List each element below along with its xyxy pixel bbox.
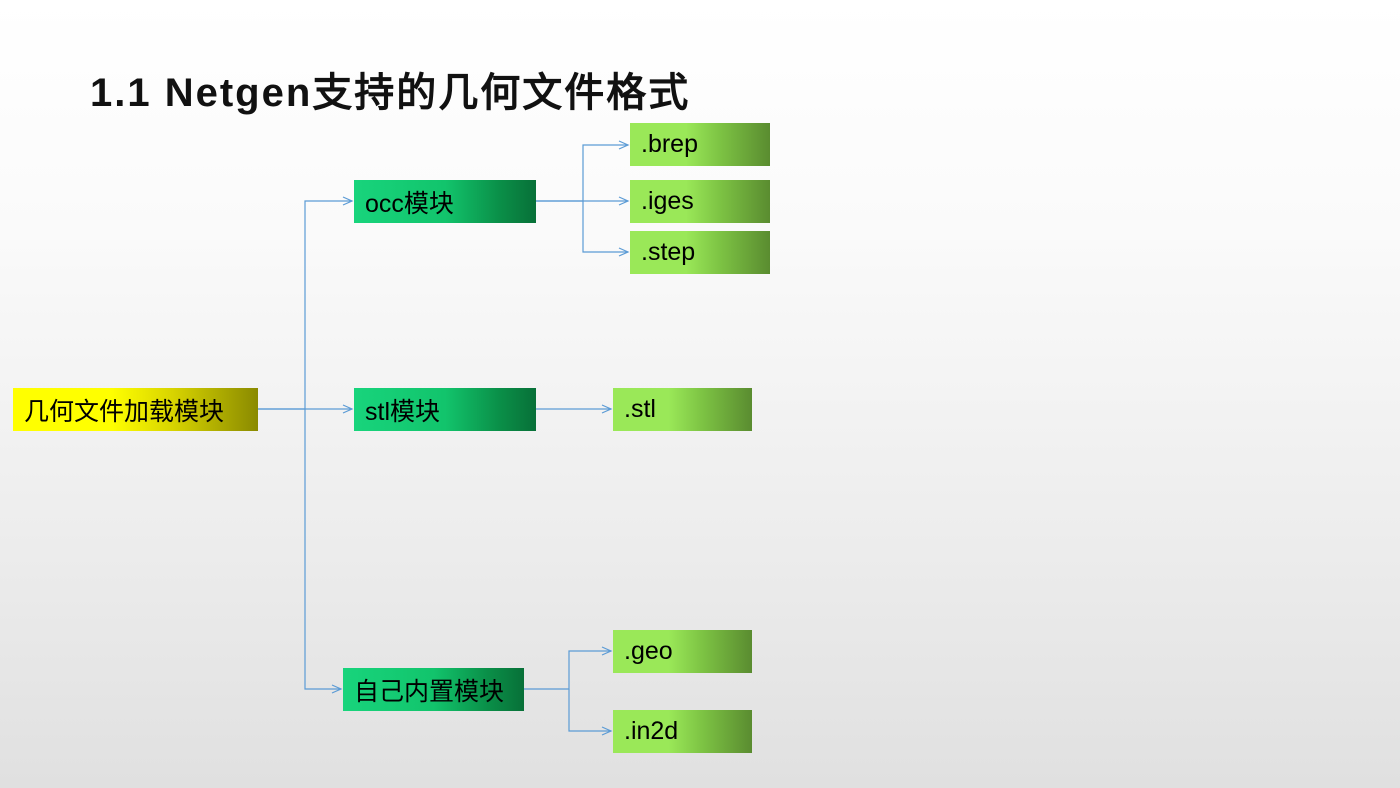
connector-root-to-occ — [258, 196, 354, 410]
module-node-label: stl模块 — [365, 397, 441, 426]
format-node-label: .in2d — [624, 717, 679, 745]
module-node-label: occ模块 — [365, 189, 454, 218]
format-node-label: .stl — [624, 395, 656, 423]
module-node-stl: stl模块 — [354, 388, 536, 431]
connector-occ-to-step — [582, 201, 630, 257]
module-node-occ: occ模块 — [354, 180, 536, 223]
module-node-label: 自己内置模块 — [354, 677, 505, 706]
connector-occ-to-brep — [536, 140, 630, 202]
module-node-builtin: 自己内置模块 — [343, 668, 524, 711]
root-node-label: 几何文件加载模块 — [24, 397, 225, 426]
format-node-stl: .stl — [613, 388, 752, 431]
format-node-iges: .iges — [630, 180, 770, 223]
format-node-step: .step — [630, 231, 770, 274]
format-node-label: .geo — [624, 637, 673, 665]
connector-builtin-to-geo — [524, 646, 613, 690]
format-node-label: .iges — [641, 187, 694, 215]
connector-builtin-to-in2d — [568, 689, 613, 736]
root-node: 几何文件加载模块 — [13, 388, 258, 431]
format-node-in2d: .in2d — [613, 710, 752, 753]
connector-root-to-builtin — [304, 409, 343, 694]
format-node-brep: .brep — [630, 123, 770, 166]
format-node-geo: .geo — [613, 630, 752, 673]
page-title: 1.1 Netgen支持的几何文件格式 — [90, 71, 691, 115]
format-node-label: .step — [641, 238, 696, 266]
format-node-label: .brep — [641, 130, 698, 158]
